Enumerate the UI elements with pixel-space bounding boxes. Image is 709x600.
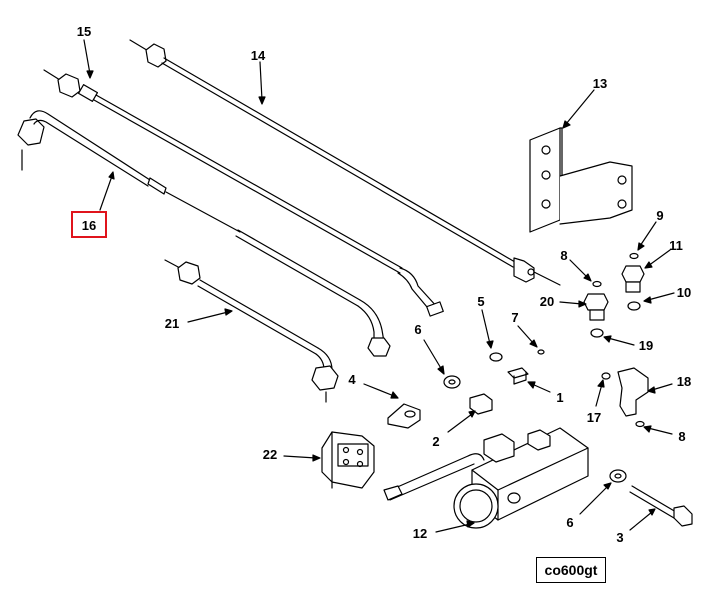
callout-14: 14 — [251, 48, 266, 63]
highlight-box-16 — [71, 211, 107, 238]
part-16-tube — [17, 110, 391, 357]
part-22-block — [321, 431, 375, 489]
callout-8-top: 8 — [560, 248, 567, 263]
callout-11: 11 — [669, 238, 683, 253]
part-21-tube — [164, 259, 339, 403]
callout-labels: 15 14 13 16 9 11 8 10 20 19 5 7 6 21 4 1… — [77, 24, 691, 545]
part-14-tube — [129, 39, 561, 286]
figure-reference-code: co600gt — [536, 557, 606, 583]
callout-20: 20 — [540, 294, 554, 309]
part-3-bolt — [609, 469, 693, 527]
callout-6-right: 6 — [566, 515, 573, 530]
callout-2: 2 — [432, 434, 439, 449]
part-15-tube — [43, 69, 444, 317]
callout-22: 22 — [263, 447, 277, 462]
part-13-bracket — [529, 127, 633, 233]
callout-9: 9 — [656, 208, 663, 223]
callout-6-left: 6 — [414, 322, 421, 337]
callout-12: 12 — [413, 526, 427, 541]
callout-10: 10 — [677, 285, 691, 300]
callout-13: 13 — [593, 76, 607, 91]
callout-7: 7 — [511, 310, 518, 325]
callout-16: 16 — [82, 218, 96, 233]
callout-3: 3 — [616, 530, 623, 545]
callout-15: 15 — [77, 24, 91, 39]
callout-19: 19 — [639, 338, 653, 353]
callout-21: 21 — [165, 316, 179, 331]
part-4-clamp — [387, 403, 421, 429]
callout-8-bottom: 8 — [678, 429, 685, 444]
part-12-valve — [383, 427, 589, 529]
callout-1: 1 — [556, 390, 563, 405]
fittings-right — [583, 252, 645, 338]
small-hardware — [443, 349, 545, 415]
callout-5: 5 — [477, 294, 484, 309]
part-18-elbow — [601, 367, 649, 428]
leader-arrows — [83, 39, 675, 533]
callout-18: 18 — [677, 374, 691, 389]
callout-17: 17 — [587, 410, 601, 425]
callout-4: 4 — [348, 372, 356, 387]
